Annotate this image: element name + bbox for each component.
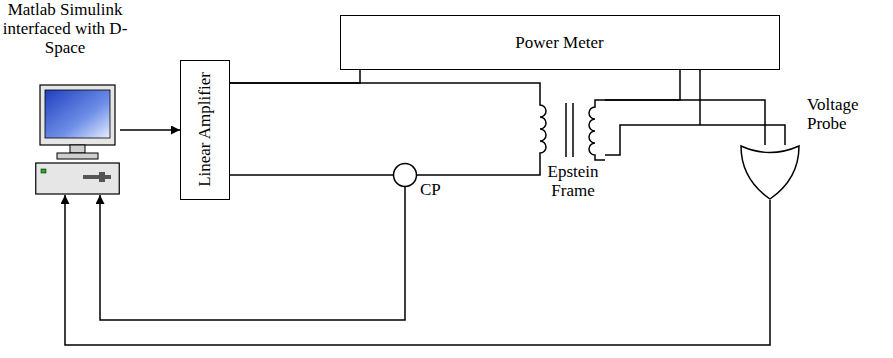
node-label: Voltage Probe	[807, 95, 887, 133]
wire	[417, 165, 540, 175]
probe-body	[741, 146, 799, 199]
probe-outline	[740, 145, 800, 200]
circle-symbol	[393, 163, 417, 187]
monitor-stand	[57, 153, 98, 159]
node-label: Epstein Frame	[538, 162, 608, 200]
current-probe: CP	[390, 160, 450, 210]
computer-symbol	[35, 85, 120, 195]
meter-voltage-lead	[699, 70, 701, 125]
signal-arrow	[120, 129, 180, 131]
node-label: Matlab Simulink interfaced with D-Space	[0, 0, 130, 57]
amplifier-box: Linear Amplifier	[180, 60, 230, 200]
voltage-probe: Voltage Probe	[735, 90, 893, 205]
secondary-return-wire	[605, 125, 785, 155]
secondary-winding	[589, 100, 605, 160]
power-meter-box: Power Meter	[340, 15, 780, 70]
wire	[230, 70, 360, 83]
core-line	[565, 103, 567, 157]
monitor-neck	[70, 145, 85, 153]
monitor-frame	[40, 85, 115, 145]
circle-outline	[393, 163, 417, 187]
drive-button	[99, 172, 105, 182]
wire	[605, 70, 680, 100]
node-label: Linear Amplifier	[195, 72, 214, 187]
coil-outline	[535, 95, 605, 165]
node-label: CP	[420, 180, 450, 199]
core-line	[572, 103, 574, 157]
wire	[230, 174, 393, 176]
node-label: Power Meter	[515, 33, 603, 52]
probe-symbol	[740, 145, 800, 200]
coil-symbol	[535, 95, 605, 165]
drive-slot	[83, 175, 111, 179]
computer-node: Matlab Simulink interfaced with D-Space	[0, 0, 130, 200]
wire	[230, 83, 540, 95]
epstein-frame: Epstein Frame	[520, 90, 625, 205]
pc-case	[36, 163, 120, 194]
monitor-screen	[45, 90, 110, 138]
signal-arrow	[65, 195, 770, 345]
probe-circle	[394, 164, 417, 187]
power-led	[41, 169, 46, 173]
computer-outline	[35, 85, 120, 195]
wire	[605, 100, 765, 145]
primary-winding	[540, 95, 546, 165]
signal-arrow	[100, 187, 405, 320]
